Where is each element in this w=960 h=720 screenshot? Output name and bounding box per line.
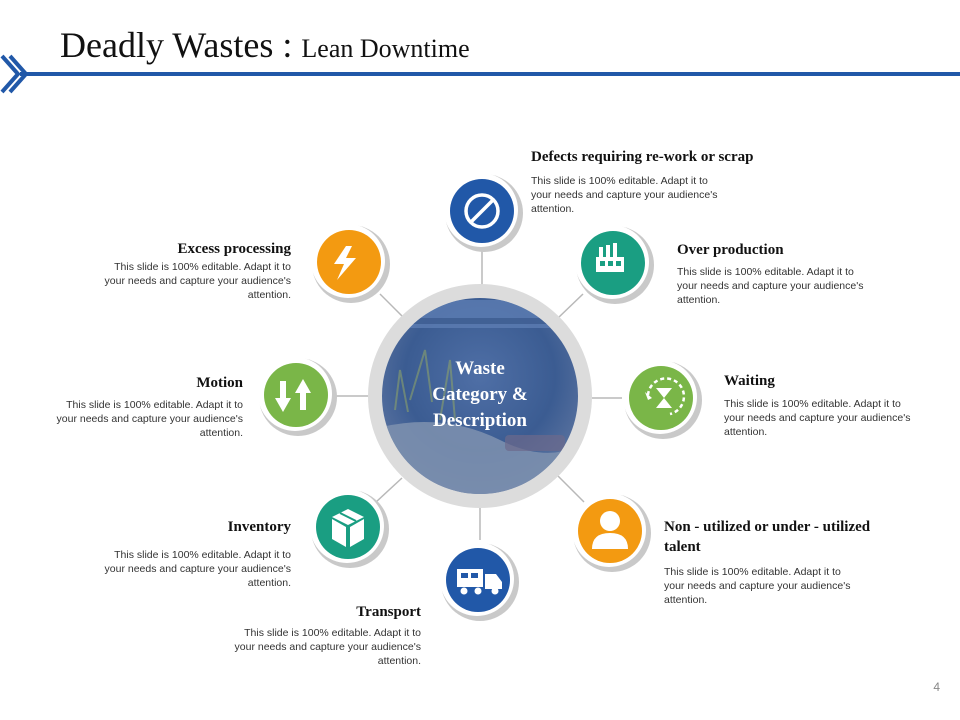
label-motion: Motion (196, 375, 243, 391)
lightning-icon (334, 246, 356, 280)
label-over-production: Over production (677, 242, 784, 258)
person-icon (592, 511, 628, 549)
page-title: Deadly Wastes : Lean Downtime (60, 24, 470, 66)
desc-over-production: This slide is 100% editable. Adapt it to… (677, 266, 864, 306)
up-down-arrows-icon (275, 379, 311, 412)
center-line-1: Waste (455, 358, 505, 379)
label-transport: Transport (356, 604, 421, 620)
label-non-utilized-talent: Non - utilized or under - utilized talen… (664, 519, 871, 555)
node-waiting (623, 360, 702, 439)
node-defects (444, 173, 523, 252)
desc-inventory: This slide is 100% editable. Adapt it to… (104, 549, 291, 589)
desc-excess-processing: This slide is 100% editable. Adapt it to… (104, 261, 291, 301)
center-label: Waste Category & Description (400, 356, 560, 434)
label-defects: Defects requiring re-work or scrap (531, 149, 754, 165)
page-number: 4 (933, 680, 940, 694)
desc-waiting: This slide is 100% editable. Adapt it to… (724, 398, 911, 438)
node-fill (316, 495, 380, 559)
node-excess-processing (311, 224, 390, 303)
desc-transport: This slide is 100% editable. Adapt it to… (234, 627, 421, 667)
connector-lines (336, 250, 622, 540)
hourglass-icon (645, 377, 686, 416)
desc-defects: This slide is 100% editable. Adapt it to… (531, 175, 718, 215)
title-text: Deadly Wastes : (60, 25, 293, 65)
desc-non-utilized-talent: This slide is 100% editable. Adapt it to… (664, 566, 851, 606)
prohibited-icon (464, 193, 500, 229)
node-motion (258, 357, 337, 436)
truck-icon (457, 569, 502, 595)
label-waiting: Waiting (724, 373, 775, 389)
desc-motion: This slide is 100% editable. Adapt it to… (56, 399, 243, 439)
center-line-3: Description (433, 410, 527, 431)
node-fill (264, 363, 328, 427)
title-subtitle: Lean Downtime (301, 34, 470, 63)
box-icon (332, 509, 364, 547)
node-non-utilized-talent (572, 493, 651, 572)
center-line-2: Category & (432, 384, 528, 405)
label-inventory: Inventory (227, 519, 291, 535)
label-excess-processing: Excess processing (177, 241, 291, 257)
header-rule (20, 72, 960, 76)
factory-icon (596, 243, 624, 272)
